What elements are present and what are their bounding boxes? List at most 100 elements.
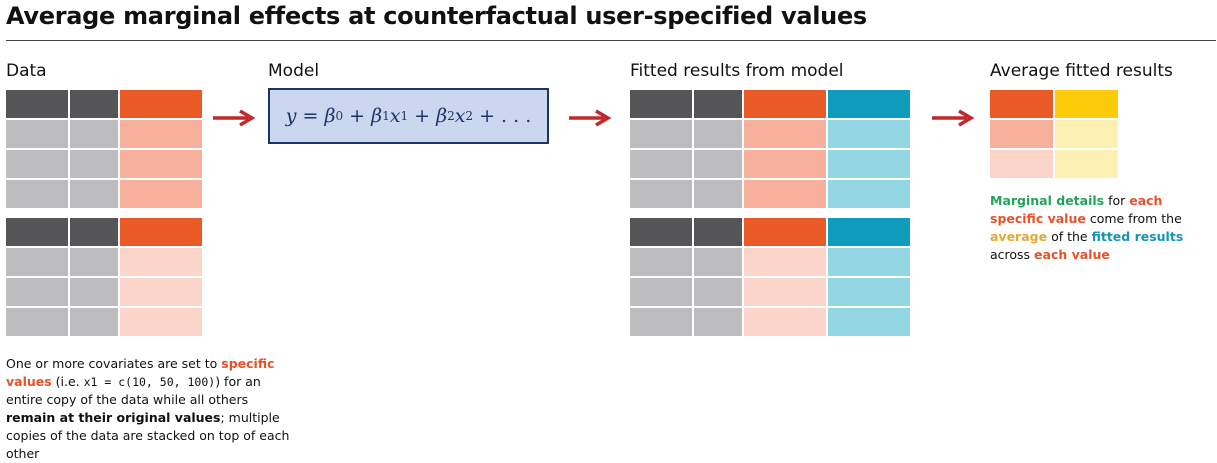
equation-equals: = [296, 105, 325, 127]
data-cell [6, 308, 68, 336]
specified-value-cell [744, 150, 826, 178]
header-cell-fitted [828, 90, 910, 118]
data-cell [6, 278, 68, 306]
header-cell [6, 218, 68, 246]
equation-beta-0: β [324, 105, 336, 127]
equation-x-2-subscript: 2 [465, 109, 474, 123]
equation-beta-2: β [436, 105, 448, 127]
header-cell [70, 218, 118, 246]
caption-highlight-marginal: Marginal details [990, 193, 1105, 208]
header-cell [630, 90, 692, 118]
specified-value-cell [120, 248, 202, 276]
caption-text: ) for an entire copy of the data while a… [6, 374, 261, 407]
heading-fitted: Fitted results from model [630, 61, 844, 81]
arrow-right-icon [569, 109, 612, 127]
caption-text: of the [1047, 229, 1092, 244]
arrow-right-icon [213, 109, 256, 127]
specified-value-cell [990, 120, 1053, 148]
specified-value-cell [120, 120, 202, 148]
page-title: Average marginal effects at counterfactu… [6, 2, 867, 30]
caption-text: for [1104, 193, 1130, 208]
specified-value-cell [744, 308, 826, 336]
header-cell-specified [744, 218, 826, 246]
average-value-cell [1055, 150, 1118, 178]
header-cell [694, 218, 742, 246]
caption-highlight-each-specific: each specific value [990, 193, 1163, 226]
heading-model: Model [268, 61, 320, 81]
caption-highlight-remain: remain at their original values [6, 410, 221, 425]
specified-value-cell [990, 150, 1053, 178]
caption-highlight-fitted: fitted results [1091, 229, 1184, 244]
equation-y: y [285, 105, 297, 127]
data-cell [6, 248, 68, 276]
data-cell [6, 180, 68, 208]
equation-beta-2-subscript: 2 [447, 109, 455, 123]
header-cell-specified [990, 90, 1053, 118]
data-cell [70, 308, 118, 336]
data-cell [70, 180, 118, 208]
equation-plus: + [408, 105, 437, 127]
data-cell [630, 248, 692, 276]
data-cell [630, 150, 692, 178]
header-cell [694, 90, 742, 118]
average-value-cell [1055, 120, 1118, 148]
caption-text: across [990, 247, 1035, 262]
fitted-table-copy-1 [630, 90, 910, 208]
data-cell [70, 278, 118, 306]
fitted-value-cell [828, 278, 910, 306]
caption-highlight-each-value: each value [1034, 247, 1110, 262]
caption-highlight-specific: specific values [6, 356, 275, 389]
data-cell [694, 278, 742, 306]
data-cell [630, 180, 692, 208]
caption-text: One or more covariates are set to [6, 356, 222, 371]
fitted-value-cell [828, 248, 910, 276]
equation-x-1: x [389, 105, 401, 127]
data-cell [694, 120, 742, 148]
specified-value-cell [120, 180, 202, 208]
data-table-copy-1 [6, 90, 202, 208]
equation-beta-1-subscript: 1 [382, 109, 390, 123]
heading-average: Average fitted results [990, 61, 1173, 81]
specified-value-cell [744, 180, 826, 208]
data-cell [70, 248, 118, 276]
equation-ellipsis: + . . . [473, 105, 532, 127]
header-cell-average [1055, 90, 1118, 118]
header-cell-specified [120, 218, 202, 246]
header-cell-specified [120, 90, 202, 118]
equation-beta-1: β [371, 105, 383, 127]
fitted-value-cell [828, 120, 910, 148]
title-divider [6, 40, 1216, 41]
average-table [990, 90, 1118, 178]
specified-value-cell [744, 120, 826, 148]
header-cell [6, 90, 68, 118]
header-cell-specified [744, 90, 826, 118]
specified-value-cell [120, 278, 202, 306]
data-caption: One or more covariates are set to specif… [6, 355, 298, 463]
data-table-copy-2 [6, 218, 202, 336]
caption-text: (i.e. [51, 374, 84, 389]
specified-value-cell [744, 248, 826, 276]
header-cell-fitted [828, 218, 910, 246]
data-cell [70, 150, 118, 178]
specified-value-cell [120, 308, 202, 336]
heading-data: Data [6, 61, 47, 81]
data-cell [630, 278, 692, 306]
data-cell [694, 248, 742, 276]
header-cell [70, 90, 118, 118]
caption-text: come from the [1085, 211, 1182, 226]
data-cell [6, 120, 68, 148]
caption-code: x1 = c(10, 50, 100) [83, 375, 216, 389]
data-cell [70, 120, 118, 148]
fitted-table-copy-2 [630, 218, 910, 336]
equation-beta-0-subscript: 0 [335, 109, 344, 123]
data-cell [694, 308, 742, 336]
average-caption: Marginal details for each specific value… [990, 192, 1214, 264]
data-cell [630, 120, 692, 148]
fitted-value-cell [828, 308, 910, 336]
fitted-value-cell [828, 180, 910, 208]
caption-text: ; multiple copies of the data are stacke… [6, 410, 290, 461]
data-cell [694, 150, 742, 178]
arrow-right-icon [932, 109, 975, 127]
fitted-value-cell [828, 150, 910, 178]
